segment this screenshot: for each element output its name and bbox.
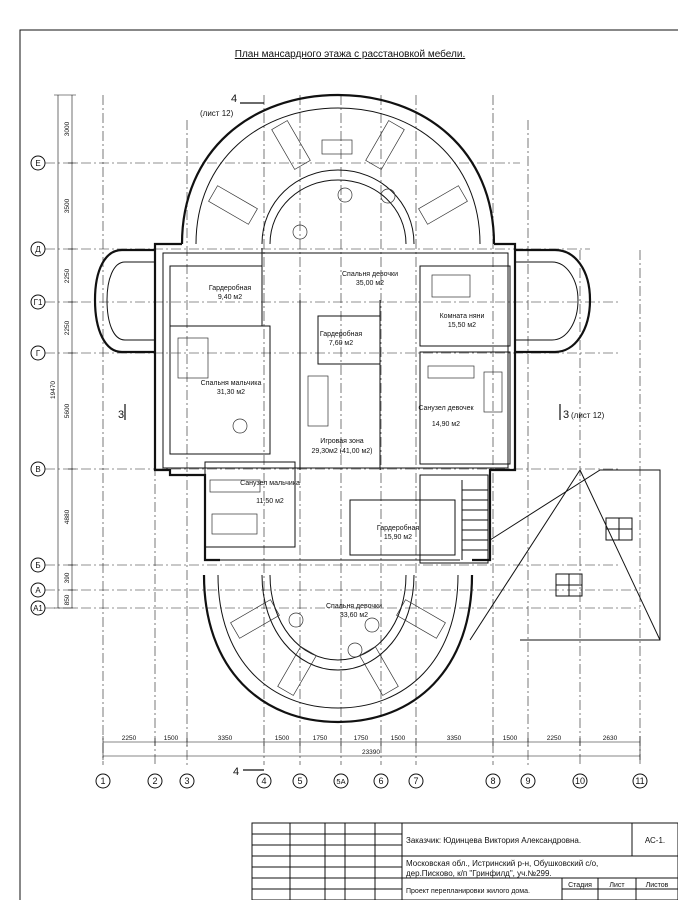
dimension-label: 4880	[64, 509, 71, 524]
column-axis-label: 10	[575, 776, 585, 786]
sheet-reference: (лист 12)	[200, 109, 234, 118]
row-axis-label: Г1	[34, 298, 43, 307]
dimension-label: 1500	[503, 735, 518, 742]
room-name: Санузел девочек	[418, 405, 474, 412]
dimension-label: 1500	[275, 735, 290, 742]
title-block: Заказчик: Юдинцева Виктория Александровн…	[251, 822, 678, 900]
section-number: 3	[563, 409, 569, 421]
column-axis-label: 5А	[336, 777, 345, 786]
room-area: 14,90 м2	[432, 421, 460, 428]
room-area: 35,00 м2	[356, 280, 384, 287]
dimension-label: 1500	[391, 735, 406, 742]
dimension-label: 850	[64, 594, 71, 605]
dimension-label: 1750	[354, 735, 369, 742]
dimension-label: 2630	[603, 735, 618, 742]
room-area: 33,60 м2	[340, 612, 368, 619]
column-axis-label: 9	[525, 776, 530, 786]
dimension-label: 3350	[447, 735, 462, 742]
column-axis-label: 4	[261, 776, 266, 786]
room-name: Гардеробная	[320, 330, 363, 338]
dimension-label: 390	[64, 572, 71, 583]
grid-axes	[45, 95, 641, 765]
stage-column-header: Стадия	[568, 882, 592, 889]
left-dimension-chain: 3000 3500 2250 2250 5600 4880 390 850 19…	[50, 94, 76, 609]
column-axis-label: 3	[184, 776, 189, 786]
column-axis-markers: 1 2 3 4 5 5А 6 7 8 9 10 11	[95, 773, 648, 789]
row-axis-label: А1	[33, 604, 43, 613]
row-axis-label: А	[35, 586, 41, 595]
dimension-label: 3350	[218, 735, 233, 742]
room-name: Комната няни	[440, 313, 485, 320]
dimension-label: 2250	[547, 735, 562, 742]
section-number: 3	[118, 409, 124, 421]
column-axis-label: 1	[100, 776, 105, 786]
room-name: Гардеробная	[377, 524, 420, 532]
roof-outline	[469, 469, 661, 641]
section-number: 4	[233, 766, 239, 778]
sheet-frame	[19, 29, 678, 900]
room-area: 9,40 м2	[218, 294, 242, 301]
sheet-column-header: Лист	[609, 882, 625, 889]
room-name: Спальня девочки	[326, 603, 382, 610]
column-axis-label: 7	[413, 776, 418, 786]
row-axis-label: Е	[35, 159, 40, 168]
sheet-code: АС-1.	[645, 836, 665, 845]
dimension-label: 2250	[122, 735, 137, 742]
column-axis-label: 5	[297, 776, 302, 786]
column-axis-label: 2	[152, 776, 157, 786]
row-axis-label: Д	[35, 245, 41, 254]
room-area: 11,50 м2	[256, 498, 284, 505]
client-name: Заказчик: Юдинцева Виктория Александровн…	[406, 836, 581, 845]
dimension-total: 23390	[362, 749, 380, 756]
room-name: Спальня девочки	[342, 271, 398, 278]
room-area: 29,30м2 (41,00 м2)	[312, 448, 373, 455]
dimension-label: 3000	[64, 121, 71, 136]
project-name: Проект перепланировки жилого дома.	[406, 888, 530, 895]
dimension-label: 2250	[64, 320, 71, 335]
room-area: 15,90 м2	[384, 534, 412, 541]
dimension-label: 5600	[64, 403, 71, 418]
room-name: Спальня мальчика	[201, 380, 262, 387]
room-name: Игровая зона	[320, 438, 364, 445]
row-axis-label: Б	[35, 561, 40, 570]
room-name: Гардеробная	[209, 284, 252, 292]
section-number: 4	[231, 93, 237, 105]
section-marks: 4 (лист 12) 4 3 3 (лист 12)	[118, 93, 605, 778]
dimension-label: 2250	[64, 268, 71, 283]
column-axis-label: 11	[635, 776, 644, 786]
sheet-reference: (лист 12)	[571, 411, 605, 420]
drawing-title: План мансардного этажа с расстановкой ме…	[235, 48, 465, 60]
dimension-label: 1500	[164, 735, 179, 742]
dimension-total: 19470	[50, 381, 57, 399]
building-walls	[93, 93, 592, 724]
address-line: Московская обл., Истринский р-н, Обушков…	[406, 859, 598, 868]
row-axis-markers: Е Д Г1 Г В Б А А1	[30, 155, 46, 616]
row-axis-label: В	[35, 465, 40, 474]
dimension-label: 1750	[313, 735, 328, 742]
room-area: 31,30 м2	[217, 389, 245, 396]
dimension-label: 3500	[64, 198, 71, 213]
column-axis-label: 8	[490, 776, 495, 786]
column-axis-label: 6	[378, 776, 383, 786]
row-axis-label: Г	[36, 349, 41, 358]
bottom-dimension-chain: 2250 1500 3350 1500 1750 1750 1500 3350 …	[102, 735, 641, 760]
room-labels: Гардеробная 9,40 м2 Спальня девочки 35,0…	[201, 271, 485, 619]
room-area: 15,50 м2	[448, 322, 476, 329]
room-area: 7,60 м2	[329, 340, 353, 347]
furniture	[177, 120, 503, 696]
room-name: Санузел мальчика	[240, 480, 300, 487]
sheets-column-header: Листов	[646, 882, 669, 889]
address-line: дер.Писково, к/п "Гринфилд", уч.№299.	[406, 869, 552, 878]
